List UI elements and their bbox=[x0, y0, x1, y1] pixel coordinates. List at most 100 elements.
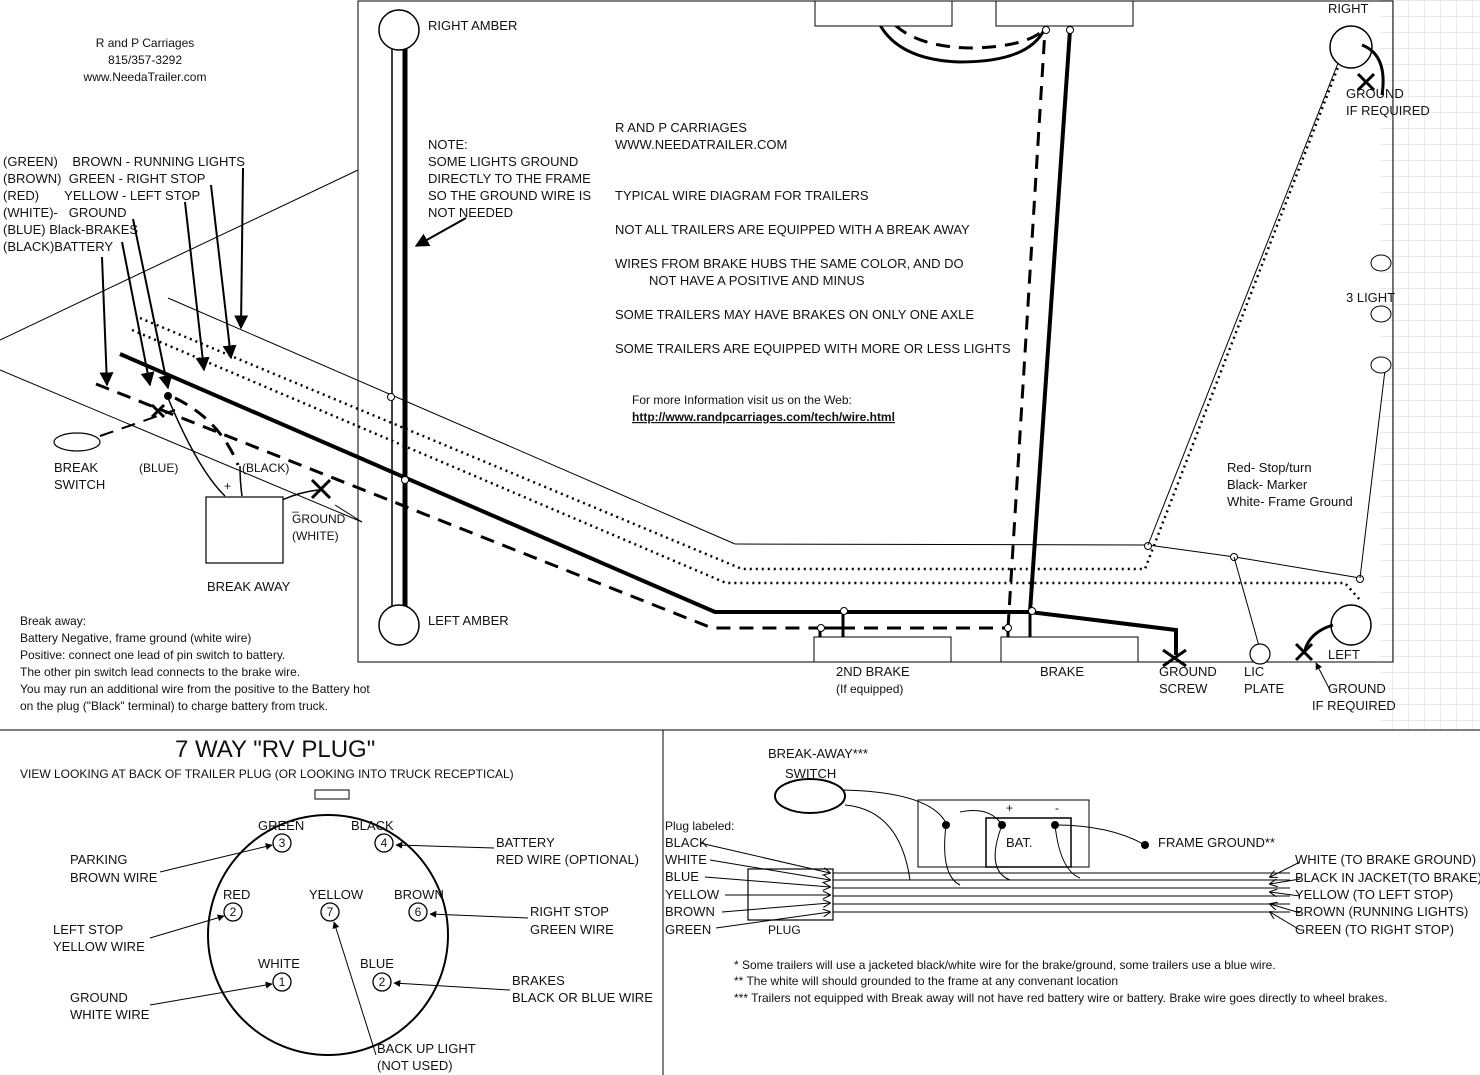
pin-black bbox=[374, 833, 394, 853]
svg-text:White- Frame Ground: White- Frame Ground bbox=[1227, 494, 1353, 509]
battery-callout: BATTERY bbox=[496, 835, 555, 850]
svg-text:+: + bbox=[224, 479, 231, 493]
brake-label: BRAKE bbox=[1040, 664, 1084, 679]
rv-plug-subtitle: VIEW LOOKING AT BACK OF TRAILER PLUG (OR… bbox=[20, 767, 514, 781]
pin-brown-number: 6 bbox=[415, 905, 422, 919]
trailer-frame bbox=[357, 0, 1394, 663]
info-link[interactable]: http://www.randpcarriages.com/tech/wire.… bbox=[632, 410, 895, 424]
grid-background bbox=[1392, 0, 1480, 730]
plug-wire-blue: BLUE bbox=[665, 869, 699, 884]
break-away-label: BREAK AWAY bbox=[207, 579, 291, 594]
left-light bbox=[1330, 604, 1372, 646]
left-light-label: LEFT bbox=[1328, 647, 1360, 662]
svg-text:DIRECTLY TO THE FRAME: DIRECTLY TO THE FRAME bbox=[428, 171, 591, 186]
svg-text:WIRES FROM BRAKE HUBS THE SAME: WIRES FROM BRAKE HUBS THE SAME COLOR, AN… bbox=[615, 256, 964, 271]
svg-text:(If equipped): (If equipped) bbox=[836, 682, 903, 696]
svg-text:PLATE: PLATE bbox=[1244, 681, 1285, 696]
svg-text:on the plug ("Black" terminal): on the plug ("Black" terminal) to charge… bbox=[20, 699, 328, 713]
svg-text:WHITE WIRE: WHITE WIRE bbox=[70, 1007, 150, 1022]
svg-text:SOME TRAILERS MAY HAVE BRAKES: SOME TRAILERS MAY HAVE BRAKES ON ONLY ON… bbox=[615, 307, 974, 322]
note-text: NOTE: SOME LIGHTS GROUND DIRECTLY TO THE… bbox=[428, 137, 591, 220]
title-line-2: WWW.NEEDATRAILER.COM bbox=[615, 137, 787, 152]
right-amber-light bbox=[378, 9, 420, 51]
svg-text:BROWN WIRE: BROWN WIRE bbox=[70, 870, 158, 885]
pin-red-label: RED bbox=[223, 887, 250, 902]
svg-text:GREEN WIRE: GREEN WIRE bbox=[530, 922, 614, 937]
frame-ground-label: FRAME GROUND** bbox=[1158, 835, 1275, 850]
svg-text:IF REQUIRED: IF REQUIRED bbox=[1346, 103, 1430, 118]
right-amber-label: RIGHT AMBER bbox=[428, 18, 517, 33]
brakes-callout: BRAKES bbox=[512, 973, 565, 988]
top-brake-2 bbox=[814, 0, 953, 27]
company-name: R and P Carriages bbox=[96, 36, 195, 50]
output-black: BLACK IN JACKET(TO BRAKE) bbox=[1295, 870, 1480, 885]
three-light-label: 3 LIGHT bbox=[1346, 290, 1395, 305]
left-amber-label: LEFT AMBER bbox=[428, 613, 509, 628]
second-brake-label: 2ND BRAKE bbox=[836, 664, 910, 679]
svg-text:The other pin switch lead conn: The other pin switch lead connects to th… bbox=[20, 665, 300, 679]
svg-text:* Some trailers will use a jac: * Some trailers will use a jacketed blac… bbox=[734, 958, 1276, 972]
pin-white-label: WHITE bbox=[258, 956, 300, 971]
svg-text:Break away:: Break away: bbox=[20, 614, 86, 628]
blue-label: (BLUE) bbox=[139, 461, 178, 475]
svg-text:NOTE:: NOTE: bbox=[428, 137, 468, 152]
pin-white bbox=[272, 972, 292, 992]
brown-running-wire bbox=[131, 328, 1361, 601]
pin-brown bbox=[408, 902, 428, 922]
svg-text:SOME TRAILERS ARE EQUIPPED WIT: SOME TRAILERS ARE EQUIPPED WITH MORE OR … bbox=[615, 341, 1011, 356]
black-label: (BLACK) bbox=[242, 461, 289, 475]
plug-wire-brown: BROWN bbox=[665, 904, 715, 919]
plug-labeled: Plug labeled: bbox=[665, 819, 734, 833]
ground-callout: GROUND bbox=[70, 990, 128, 1005]
ground-white-label: GROUND bbox=[292, 512, 346, 526]
svg-text:RED WIRE (OPTIONAL): RED WIRE (OPTIONAL) bbox=[496, 852, 639, 867]
svg-text:BLACK OR BLUE WIRE: BLACK OR BLUE WIRE bbox=[512, 990, 653, 1005]
color-key: (GREEN) BROWN - RUNNING LIGHTS (BROWN) G… bbox=[3, 154, 245, 254]
svg-text:(GREEN) BROWN - RUNNING LIG: (GREEN) BROWN - RUNNING LIGHTS bbox=[3, 154, 245, 169]
svg-text:(RED) YELLOW - LEFT STOP: (RED) YELLOW - LEFT STOP bbox=[3, 188, 200, 203]
bat-label: BAT. bbox=[1006, 835, 1033, 850]
svg-text:(WHITE)- GROUND: (WHITE)- GROUND bbox=[3, 205, 126, 220]
break-switch-label: BREAK bbox=[54, 460, 98, 475]
pin-blue-number: 2 bbox=[379, 975, 386, 989]
svg-text:-: - bbox=[1055, 801, 1059, 815]
pin-blue-label: BLUE bbox=[360, 956, 394, 971]
parking-callout: PARKING bbox=[70, 852, 128, 867]
company-phone: 815/357-3292 bbox=[108, 53, 182, 67]
svg-text:IF REQUIRED: IF REQUIRED bbox=[1312, 698, 1396, 713]
plug-wire-white: WHITE bbox=[665, 852, 707, 867]
green-right-stop-wire bbox=[139, 61, 1342, 571]
pin-yellow bbox=[320, 902, 340, 922]
output-brown: BROWN (RUNNING LIGHTS) bbox=[1295, 904, 1468, 919]
svg-text:SWITCH: SWITCH bbox=[54, 477, 105, 492]
svg-text:NOT NEEDED: NOT NEEDED bbox=[428, 205, 513, 220]
svg-text:NOT HAVE A POSITIVE AND MINUS: NOT HAVE A POSITIVE AND MINUS bbox=[649, 273, 865, 288]
pin-green-number: 3 bbox=[279, 836, 286, 850]
svg-text:SCREW: SCREW bbox=[1159, 681, 1208, 696]
svg-text:SO THE GROUND WIRE IS: SO THE GROUND WIRE IS bbox=[428, 188, 591, 203]
title-line-1: R AND P CARRIAGES bbox=[615, 120, 747, 135]
plug-label: PLUG bbox=[768, 923, 801, 937]
svg-text:SWITCH: SWITCH bbox=[785, 766, 836, 781]
break-switch bbox=[53, 432, 101, 452]
break-away-switch bbox=[774, 778, 846, 814]
pin-black-label: BLACK bbox=[351, 818, 394, 833]
lic-plate-label: LIC bbox=[1244, 664, 1264, 679]
svg-text:** The white will should groun: ** The white will should grounded to the… bbox=[734, 974, 1118, 988]
pin-green bbox=[272, 833, 292, 853]
svg-text:(BLACK)BATTERY: (BLACK)BATTERY bbox=[3, 239, 113, 254]
pin-blue bbox=[372, 972, 392, 992]
break-away-battery bbox=[205, 496, 284, 564]
brake bbox=[1000, 636, 1139, 663]
output-yellow: YELLOW (TO LEFT STOP) bbox=[1295, 887, 1453, 902]
svg-text:Battery Negative, frame ground: Battery Negative, frame ground (white wi… bbox=[20, 631, 251, 645]
seven-way-plug bbox=[207, 814, 449, 1056]
svg-text:_: _ bbox=[291, 499, 299, 513]
pin-green-label: GREEN bbox=[258, 818, 304, 833]
svg-text:(BLUE) Black-BRAKES: (BLUE) Black-BRAKES bbox=[3, 222, 138, 237]
second-brake bbox=[813, 636, 952, 663]
pin-red-number: 2 bbox=[230, 905, 237, 919]
svg-text:(NOT USED): (NOT USED) bbox=[377, 1058, 453, 1073]
left-ground-label: GROUND bbox=[1328, 681, 1386, 696]
